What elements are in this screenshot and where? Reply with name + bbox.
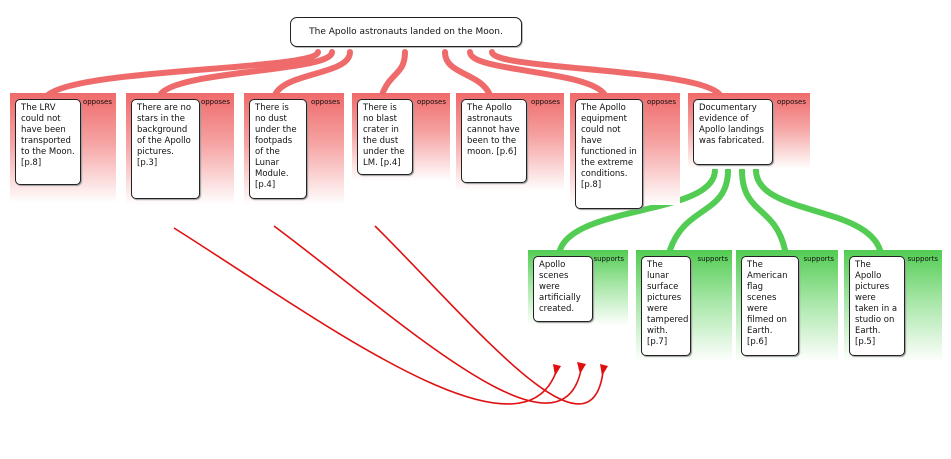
- objection-card[interactable]: Documentary evidence of Apollo landings …: [693, 99, 773, 165]
- objection-card[interactable]: The Apollo astronauts cannot have been t…: [461, 99, 527, 183]
- arrowheads: [553, 362, 608, 376]
- objection-text: The LRV could not have been transported …: [21, 103, 75, 168]
- relation-label: supports: [907, 255, 938, 263]
- relation-label: opposes: [200, 98, 230, 106]
- support-panel: supports Apollo scenes were artificially…: [528, 250, 628, 326]
- objection-card[interactable]: The Apollo equipment could not have func…: [575, 99, 643, 209]
- support-text: The American flag scenes were filmed on …: [747, 260, 788, 347]
- objection-panel: opposes There is no dust under the footp…: [244, 93, 344, 205]
- relation-label: opposes: [416, 98, 446, 106]
- relation-label: opposes: [310, 98, 340, 106]
- objection-text: There is no blast crater in the dust und…: [363, 103, 405, 168]
- support-text: The Apollo pictures were taken in a stud…: [855, 260, 898, 347]
- relation-label: opposes: [646, 98, 676, 106]
- objection-panel: opposes The Apollo equipment could not h…: [570, 93, 680, 209]
- objection-card[interactable]: The LRV could not have been transported …: [15, 99, 81, 185]
- support-text: Apollo scenes were artificially created.: [539, 260, 581, 314]
- oppose-connectors: [45, 49, 723, 98]
- support-card[interactable]: Apollo scenes were artificially created.: [533, 256, 593, 322]
- relation-label: supports: [593, 255, 624, 263]
- relation-label: opposes: [776, 98, 806, 106]
- objection-panel: opposes There are no stars in the backgr…: [126, 93, 234, 205]
- support-panel: supports The lunar surface pictures were…: [636, 250, 732, 362]
- objection-text: The Apollo equipment could not have func…: [581, 103, 637, 190]
- objection-text: Documentary evidence of Apollo landings …: [699, 103, 765, 146]
- relation-label: supports: [697, 255, 728, 263]
- relation-label: opposes: [530, 98, 560, 106]
- support-panel: supports The Apollo pictures were taken …: [844, 250, 942, 362]
- root-claim[interactable]: The Apollo astronauts landed on the Moon…: [290, 17, 522, 47]
- relation-label: opposes: [82, 98, 112, 106]
- support-card[interactable]: The lunar surface pictures were tampered…: [641, 256, 691, 356]
- objection-panel: opposes The Apollo astronauts cannot hav…: [456, 93, 564, 191]
- support-card[interactable]: The Apollo pictures were taken in a stud…: [849, 256, 905, 356]
- support-text: The lunar surface pictures were tampered…: [647, 260, 689, 347]
- objection-panel: opposes Documentary evidence of Apollo l…: [688, 93, 810, 169]
- objection-text: There is no dust under the footpads of t…: [255, 103, 297, 190]
- objection-panel: opposes The LRV could not have been tran…: [10, 93, 116, 203]
- relation-label: supports: [803, 255, 834, 263]
- support-card[interactable]: The American flag scenes were filmed on …: [741, 256, 799, 356]
- objection-card[interactable]: There is no dust under the footpads of t…: [249, 99, 307, 199]
- objection-card[interactable]: There are no stars in the background of …: [131, 99, 200, 199]
- objection-text: There are no stars in the background of …: [137, 103, 192, 168]
- objection-text: The Apollo astronauts cannot have been t…: [467, 103, 520, 157]
- support-panel: supports The American flag scenes were f…: [736, 250, 838, 362]
- objection-card[interactable]: There is no blast crater in the dust und…: [357, 99, 413, 175]
- objection-panel: opposes There is no blast crater in the …: [352, 93, 450, 181]
- root-claim-text: The Apollo astronauts landed on the Moon…: [309, 27, 503, 37]
